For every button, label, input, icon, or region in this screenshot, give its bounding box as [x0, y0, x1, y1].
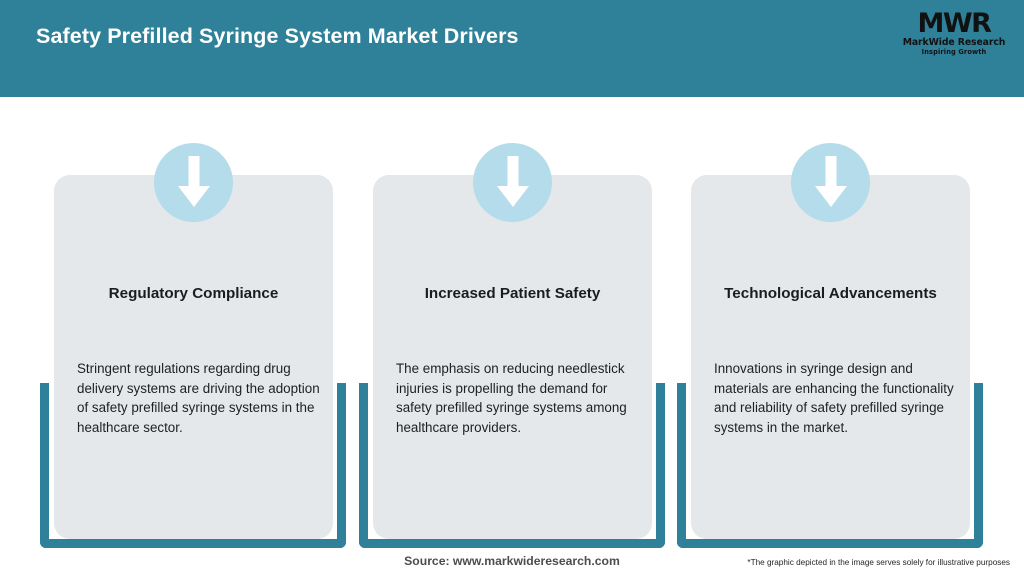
source-credit: Source: www.markwideresearch.com [404, 554, 620, 568]
card-panel: Regulatory Compliance Stringent regulati… [54, 175, 333, 539]
arrow-down-glyph [814, 156, 847, 207]
page-title: Safety Prefilled Syringe System Market D… [36, 24, 519, 48]
card-body-text: Stringent regulations regarding drug del… [77, 361, 320, 435]
card-accent-frame [40, 383, 346, 548]
card-panel: Technological Advancements Innovations i… [691, 175, 970, 539]
card-body-text: Innovations in syringe design and materi… [714, 361, 954, 435]
logo-tagline: Inspiring Growth [921, 48, 987, 56]
card-title: Regulatory Compliance [108, 285, 279, 302]
card-accent-frame [677, 383, 983, 548]
disclaimer-note: *The graphic depicted in the image serve… [747, 558, 1010, 567]
arrow-down-icon [791, 143, 870, 222]
arrow-down-icon [473, 143, 552, 222]
arrow-down-glyph [496, 156, 529, 207]
logo-monogram: MWR [917, 8, 992, 39]
arrow-down-glyph [177, 156, 210, 207]
brand-logo: MWR MarkWide Research Inspiring Growth [902, 10, 1006, 64]
driver-card-2: Increased Patient Safety The emphasis on… [359, 143, 665, 553]
arrow-down-icon [154, 143, 233, 222]
header-bar: Safety Prefilled Syringe System Market D… [0, 0, 1024, 97]
logo-company-name: MarkWide Research [902, 37, 1006, 48]
card-panel: Increased Patient Safety The emphasis on… [373, 175, 652, 539]
driver-card-1: Regulatory Compliance Stringent regulati… [40, 143, 346, 553]
card-title: Increased Patient Safety [424, 285, 601, 302]
card-title: Technological Advancements [724, 285, 937, 302]
card-accent-frame [359, 383, 665, 548]
card-body-text: The emphasis on reducing needlestick inj… [396, 361, 627, 435]
driver-card-3: Technological Advancements Innovations i… [677, 143, 983, 553]
